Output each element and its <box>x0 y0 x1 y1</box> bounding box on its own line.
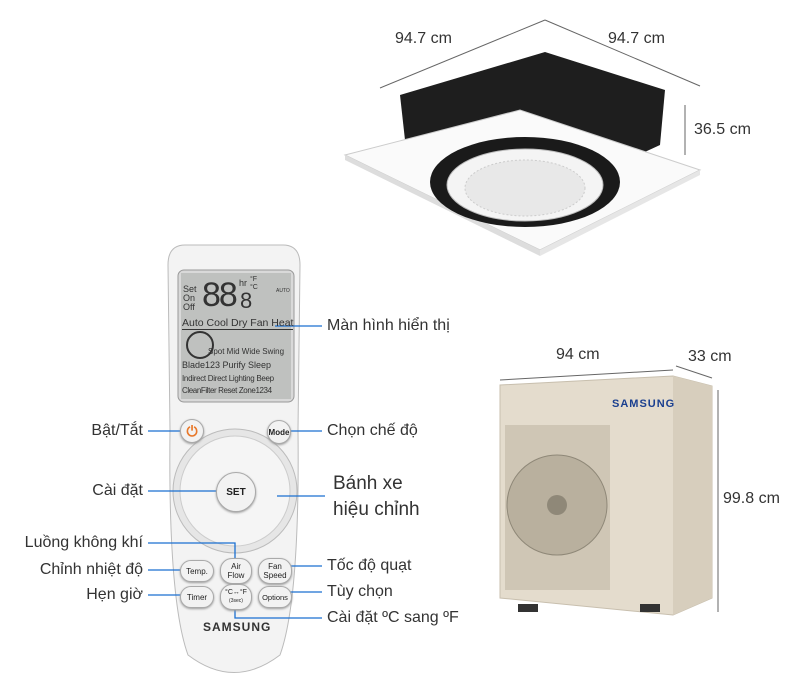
airflow-label-2: Flow <box>227 571 245 580</box>
indoor-width-label: 94.7 cm <box>395 30 452 47</box>
adjust-wheel[interactable] <box>173 429 297 553</box>
outdoor-unit <box>499 375 713 616</box>
lcd-modes: Auto Cool Dry Fan Heat <box>182 317 294 330</box>
callout-wheel-line1: Bánh xe <box>333 473 403 494</box>
fan-speed-label-1: Fan <box>268 562 282 571</box>
options-button-label: Options <box>262 592 288 602</box>
indoor-unit <box>343 52 702 256</box>
callout-airflow: Luồng không khí <box>24 534 143 551</box>
outdoor-dimension-lines <box>499 365 719 612</box>
unit-switch-hint: (3sec) <box>229 598 243 604</box>
lcd-deg-c: °C <box>250 284 258 291</box>
indoor-height-label: 36.5 cm <box>694 121 751 138</box>
lcd-on: On <box>183 293 196 303</box>
lcd-deg-f: °F <box>250 276 258 283</box>
lcd-row1: Blade123 Purify Sleep <box>182 360 272 370</box>
outdoor-depth-label: 33 cm <box>688 348 732 365</box>
callout-display: Màn hình hiển thị <box>327 317 450 334</box>
power-icon: ⏻ <box>186 422 198 439</box>
mode-button-label: Mode <box>268 427 290 437</box>
lcd-hr: hr <box>239 278 248 288</box>
callout-temp: Chỉnh nhiệt độ <box>39 561 143 578</box>
callout-unit-switch: Cài đặt ºC sang ºF <box>327 609 459 626</box>
callout-set: Cài đặt <box>92 482 143 499</box>
indoor-dimension-lines <box>379 19 701 155</box>
temp-button[interactable]: Temp. <box>180 560 214 582</box>
lcd-digit-small: 8 <box>240 288 253 313</box>
outdoor-height-label: 99.8 cm <box>723 490 780 507</box>
fan-speed-label-2: Speed <box>263 571 287 580</box>
mode-button[interactable]: Mode <box>267 420 291 444</box>
set-button-label: SET <box>226 486 246 498</box>
remote-lcd: Set On Off 88 8 hr °F °C AUTO Auto Cool … <box>180 274 294 398</box>
set-button[interactable]: SET <box>216 472 256 512</box>
power-button[interactable]: ⏻ <box>180 419 204 443</box>
lcd-off: Off <box>183 302 195 312</box>
callout-wheel-line2: hiệu chỉnh <box>333 499 420 520</box>
unit-switch-label: °C↔°F <box>225 589 247 596</box>
timer-button-label: Timer <box>186 592 208 602</box>
callout-timer: Hẹn giờ <box>86 586 143 603</box>
lcd-row3: CleanFilter Reset Zone1234 <box>182 386 272 395</box>
outdoor-brand-logo: SAMSUNG <box>612 398 676 410</box>
callout-options: Tùy chọn <box>327 583 393 600</box>
temp-button-label: Temp. <box>186 566 208 576</box>
callout-fan-speed: Tốc độ quạt <box>327 557 412 574</box>
lcd-row2: Indirect Direct Lighting Beep <box>182 374 274 383</box>
indoor-depth-label: 94.7 cm <box>608 30 665 47</box>
callout-mode: Chọn chế độ <box>327 422 418 439</box>
lcd-set: Set <box>183 284 197 294</box>
lcd-auto: AUTO <box>276 288 290 294</box>
callout-power: Bật/Tắt <box>91 422 143 439</box>
outdoor-width-label: 94 cm <box>556 346 600 363</box>
callout-wheel: Bánh xe hiệu chỉnh <box>333 471 420 523</box>
options-button[interactable]: Options <box>258 586 292 608</box>
lcd-digits: 88 <box>202 276 238 314</box>
timer-button[interactable]: Timer <box>180 586 214 608</box>
airflow-label-1: Air <box>231 562 241 571</box>
lcd-swing: Spot Mid Wide Swing <box>208 347 285 356</box>
remote-brand-logo: SAMSUNG <box>203 620 272 634</box>
unit-switch-button[interactable]: °C↔°F (3sec) <box>220 584 252 610</box>
